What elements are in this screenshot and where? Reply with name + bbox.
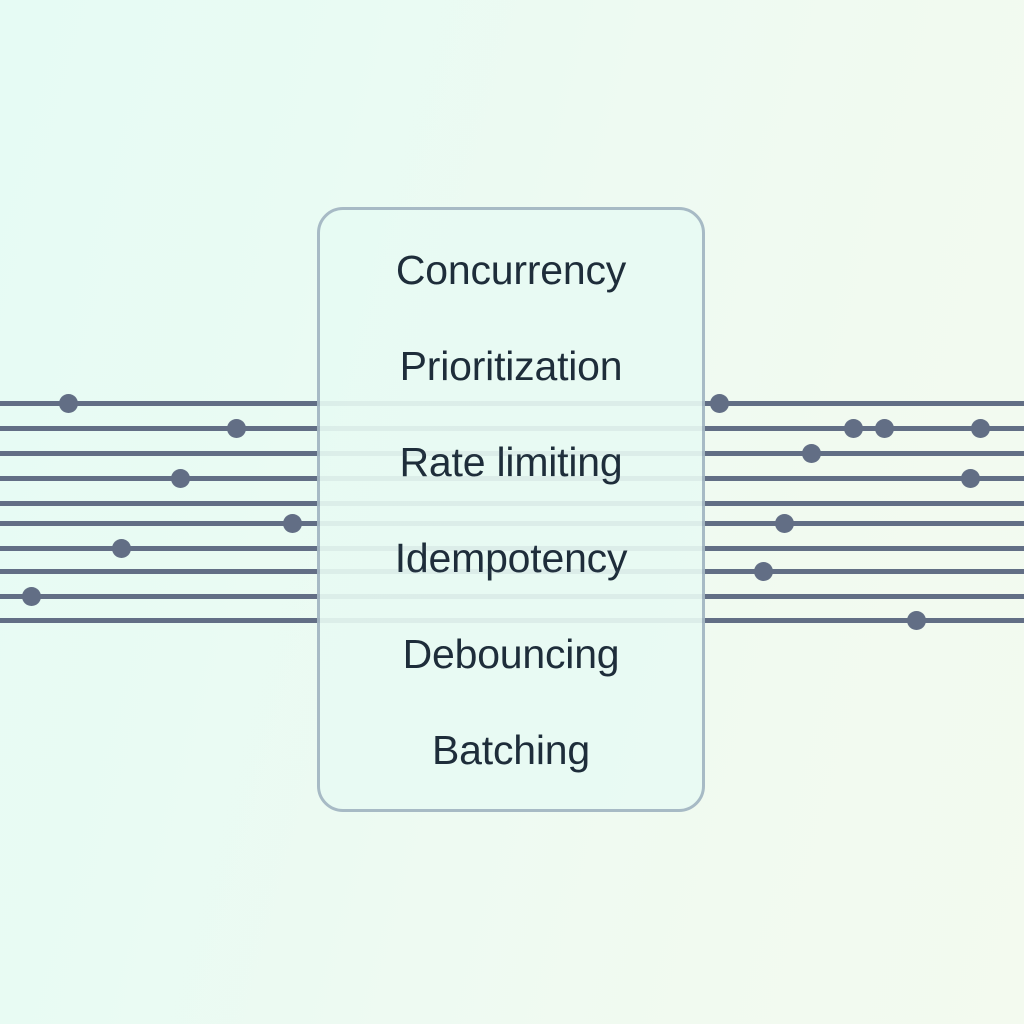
rule-left-4 xyxy=(0,500,317,506)
line-dot-2-0 xyxy=(801,443,821,463)
line-dot-5-0 xyxy=(282,513,302,533)
rule-right-4 xyxy=(705,500,1024,506)
rule-left-2 xyxy=(0,450,317,456)
rule-right-5 xyxy=(705,520,1024,526)
rule-left-8 xyxy=(0,593,317,599)
rule-right-6 xyxy=(705,545,1024,551)
rule-right-1 xyxy=(705,425,1024,431)
rule-right-7 xyxy=(705,568,1024,574)
rule-left-7 xyxy=(0,568,317,574)
rule-left-5 xyxy=(0,520,317,526)
rule-right-3 xyxy=(705,475,1024,481)
rule-left-3 xyxy=(0,475,317,481)
card-item-prioritization: Prioritization xyxy=(399,342,623,389)
rule-right-2 xyxy=(705,450,1024,456)
line-dot-5-1 xyxy=(774,513,794,533)
rule-right-8 xyxy=(705,593,1024,599)
line-dot-3-0 xyxy=(170,468,190,488)
line-dot-6-0 xyxy=(111,538,131,558)
card-item-concurrency: Concurrency xyxy=(395,246,627,293)
line-dot-7-0 xyxy=(753,561,773,581)
card-item-batching: Batching xyxy=(432,726,590,773)
card-item-debouncing: Debouncing xyxy=(402,630,620,677)
line-dot-0-1 xyxy=(709,393,729,413)
line-dot-3-1 xyxy=(960,468,980,488)
line-dot-8-0 xyxy=(21,586,41,606)
rule-right-9 xyxy=(705,617,1024,623)
line-dot-1-0 xyxy=(226,418,246,438)
card-item-rate-limiting: Rate limiting xyxy=(399,438,623,485)
rule-left-0 xyxy=(0,400,317,406)
concepts-card: Concurrency Prioritization Rate limiting… xyxy=(317,207,705,812)
rule-right-0 xyxy=(705,400,1024,406)
card-item-idempotency: Idempotency xyxy=(394,534,628,581)
line-dot-1-3 xyxy=(970,418,990,438)
line-dot-1-1 xyxy=(843,418,863,438)
rule-left-6 xyxy=(0,545,317,551)
line-dot-1-2 xyxy=(874,418,894,438)
rule-left-9 xyxy=(0,617,317,623)
line-dot-9-0 xyxy=(906,610,926,630)
rule-left-1 xyxy=(0,425,317,431)
line-dot-0-0 xyxy=(58,393,78,413)
